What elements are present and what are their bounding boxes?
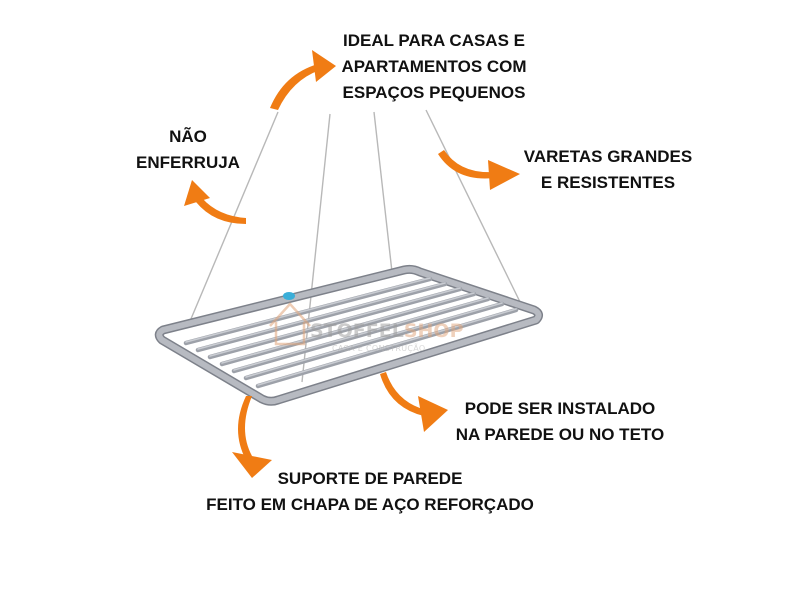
label-line: VARETAS GRANDES	[523, 147, 693, 166]
label-rust-free: NÃO ENFERRUJA	[128, 124, 248, 176]
label-line: NÃO	[169, 127, 207, 146]
rack-rod-highlight	[245, 302, 503, 378]
curved-arrow-icon	[184, 180, 246, 224]
rack-frame	[156, 266, 542, 405]
rack-rod	[243, 301, 505, 381]
label-line: ESPAÇOS PEQUENOS	[342, 83, 526, 102]
clothes-rack	[154, 264, 544, 406]
label-large-rods: VARETAS GRANDES E RESISTENTES	[510, 144, 706, 196]
watermark-name-part1: STOFFEL	[310, 320, 404, 342]
rack-rod-highlight	[221, 292, 475, 364]
cable-mid-right	[373, 111, 393, 273]
rack-rod-highlight	[197, 282, 446, 350]
rod-end-cap	[283, 292, 295, 300]
watermark-name: STOFFELSHOP	[310, 320, 464, 342]
curved-arrow-icon	[232, 396, 272, 478]
arrows	[184, 50, 520, 478]
label-line: NA PAREDE OU NO TETO	[455, 425, 665, 444]
rack-rod	[219, 291, 477, 367]
watermark: STOFFELSHOP CASA E CONSTRUÇÃO	[272, 300, 472, 360]
rack-rod-highlights	[185, 277, 517, 386]
label-line: APARTAMENTOS COM	[341, 57, 527, 76]
label-line: SUPORTE DE PAREDE	[277, 469, 463, 488]
label-line: PODE SER INSTALADO	[464, 399, 656, 418]
rack-rod	[231, 296, 491, 374]
label-wall-bracket: SUPORTE DE PAREDE FEITO EM CHAPA DE AÇO …	[190, 466, 550, 518]
label-line: ENFERRUJA	[136, 153, 240, 172]
watermark-name-part2: SHOP	[403, 320, 464, 342]
label-line: FEITO EM CHAPA DE AÇO REFORÇADO	[206, 495, 534, 514]
rack-rod	[255, 307, 519, 389]
curved-arrow-icon	[380, 372, 448, 432]
rack-rod-highlight	[233, 297, 489, 371]
rack-rods	[183, 276, 519, 389]
rack-rod	[207, 286, 463, 360]
rack-rod-highlight	[209, 287, 461, 357]
label-line: IDEAL PARA CASAS E	[343, 31, 525, 50]
cable-mid-left	[301, 113, 331, 383]
label-ideal-small-spaces: IDEAL PARA CASAS E APARTAMENTOS COM ESPA…	[322, 28, 546, 106]
label-line: E RESISTENTES	[540, 173, 676, 192]
rack-rod-highlight	[257, 308, 517, 386]
watermark-house-icon	[269, 302, 311, 346]
watermark-tagline: CASA E CONSTRUÇÃO	[332, 344, 426, 353]
cable-right	[425, 109, 523, 307]
curved-arrow-icon	[438, 150, 520, 190]
curved-arrow-icon	[270, 50, 336, 110]
label-wall-or-ceiling: PODE SER INSTALADO NA PAREDE OU NO TETO	[440, 396, 680, 448]
rack-rod	[183, 276, 433, 346]
rack-rod-highlight	[185, 277, 431, 343]
rack-rod	[195, 281, 448, 353]
